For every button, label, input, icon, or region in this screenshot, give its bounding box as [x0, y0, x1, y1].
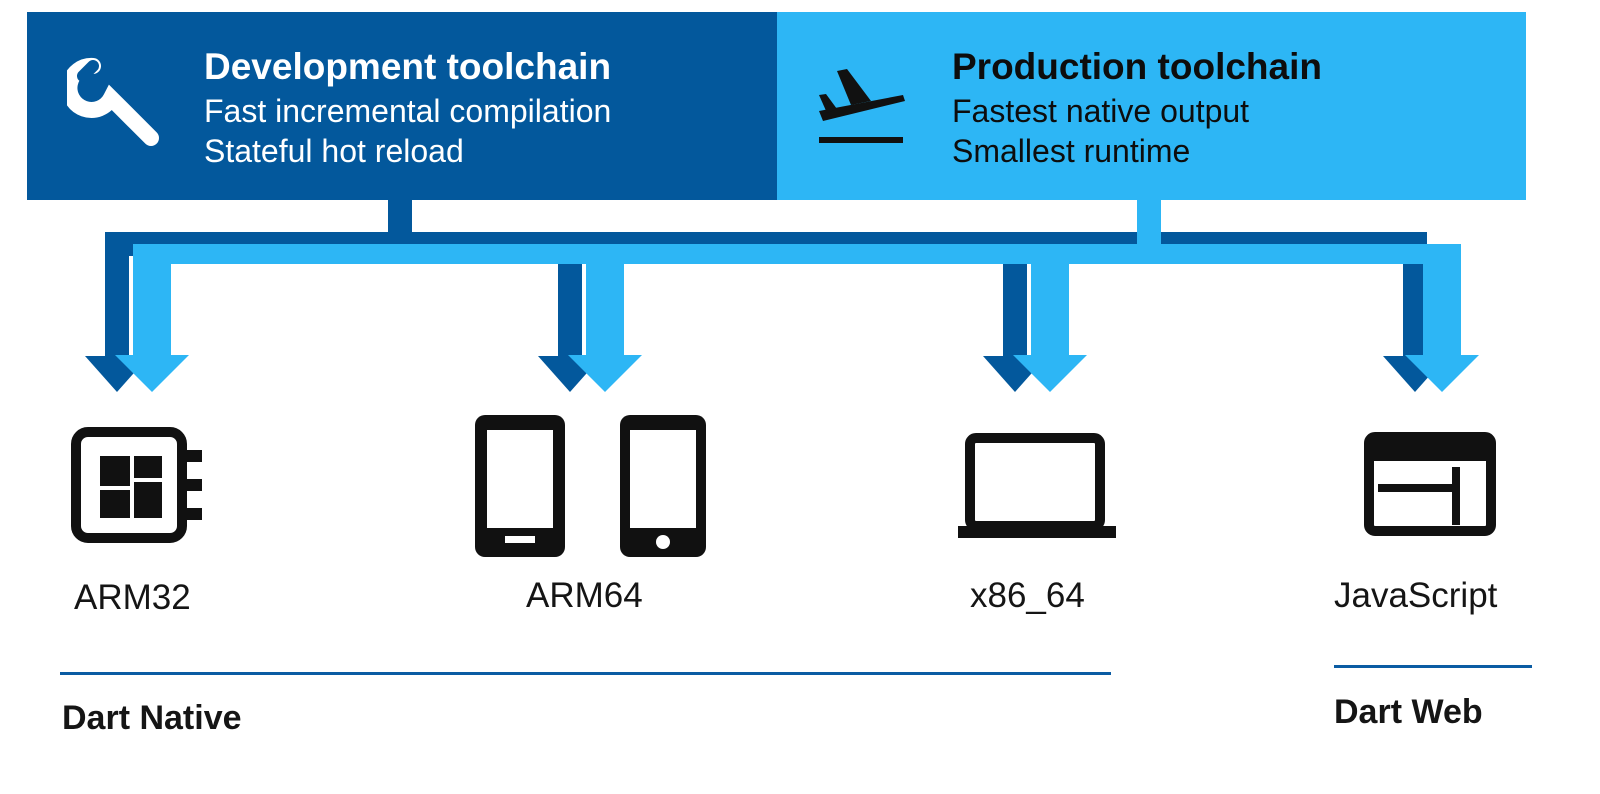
production-toolchain-box: Production toolchain Fastest native outp…	[777, 12, 1526, 200]
phones-icon	[475, 415, 706, 557]
development-flow	[85, 196, 1447, 392]
prod-arrow-arm64	[568, 264, 642, 392]
prod-arrow-arm32	[115, 244, 189, 392]
target-label-arm32: ARM32	[74, 578, 191, 617]
target-label-x86-64: x86_64	[970, 576, 1085, 615]
laptop-icon	[958, 433, 1116, 538]
chip-icon	[71, 427, 202, 543]
development-feature-hot-reload: Stateful hot reload	[204, 133, 464, 169]
prod-arrow-x86	[1013, 264, 1087, 392]
prod-arrow-javascript	[1405, 244, 1479, 392]
production-feature-native-output: Fastest native output	[952, 93, 1250, 129]
development-feature-incremental: Fast incremental compilation	[204, 93, 612, 129]
dart-web-label: Dart Web	[1334, 693, 1483, 731]
production-toolchain-title: Production toolchain	[952, 46, 1322, 87]
production-feature-runtime: Smallest runtime	[952, 133, 1191, 169]
target-label-javascript: JavaScript	[1334, 576, 1498, 615]
plane-takeoff-icon	[819, 69, 905, 143]
production-flow	[115, 196, 1479, 392]
dart-native-rule	[60, 672, 1111, 675]
target-label-arm64: ARM64	[526, 576, 643, 615]
wrench-icon	[67, 57, 159, 146]
development-toolchain-box: Development toolchain Fast incremental c…	[27, 12, 777, 200]
development-toolchain-title: Development toolchain	[204, 46, 612, 87]
dart-native-label: Dart Native	[62, 699, 242, 737]
dart-web-rule	[1334, 665, 1532, 668]
browser-icon	[1364, 432, 1496, 536]
